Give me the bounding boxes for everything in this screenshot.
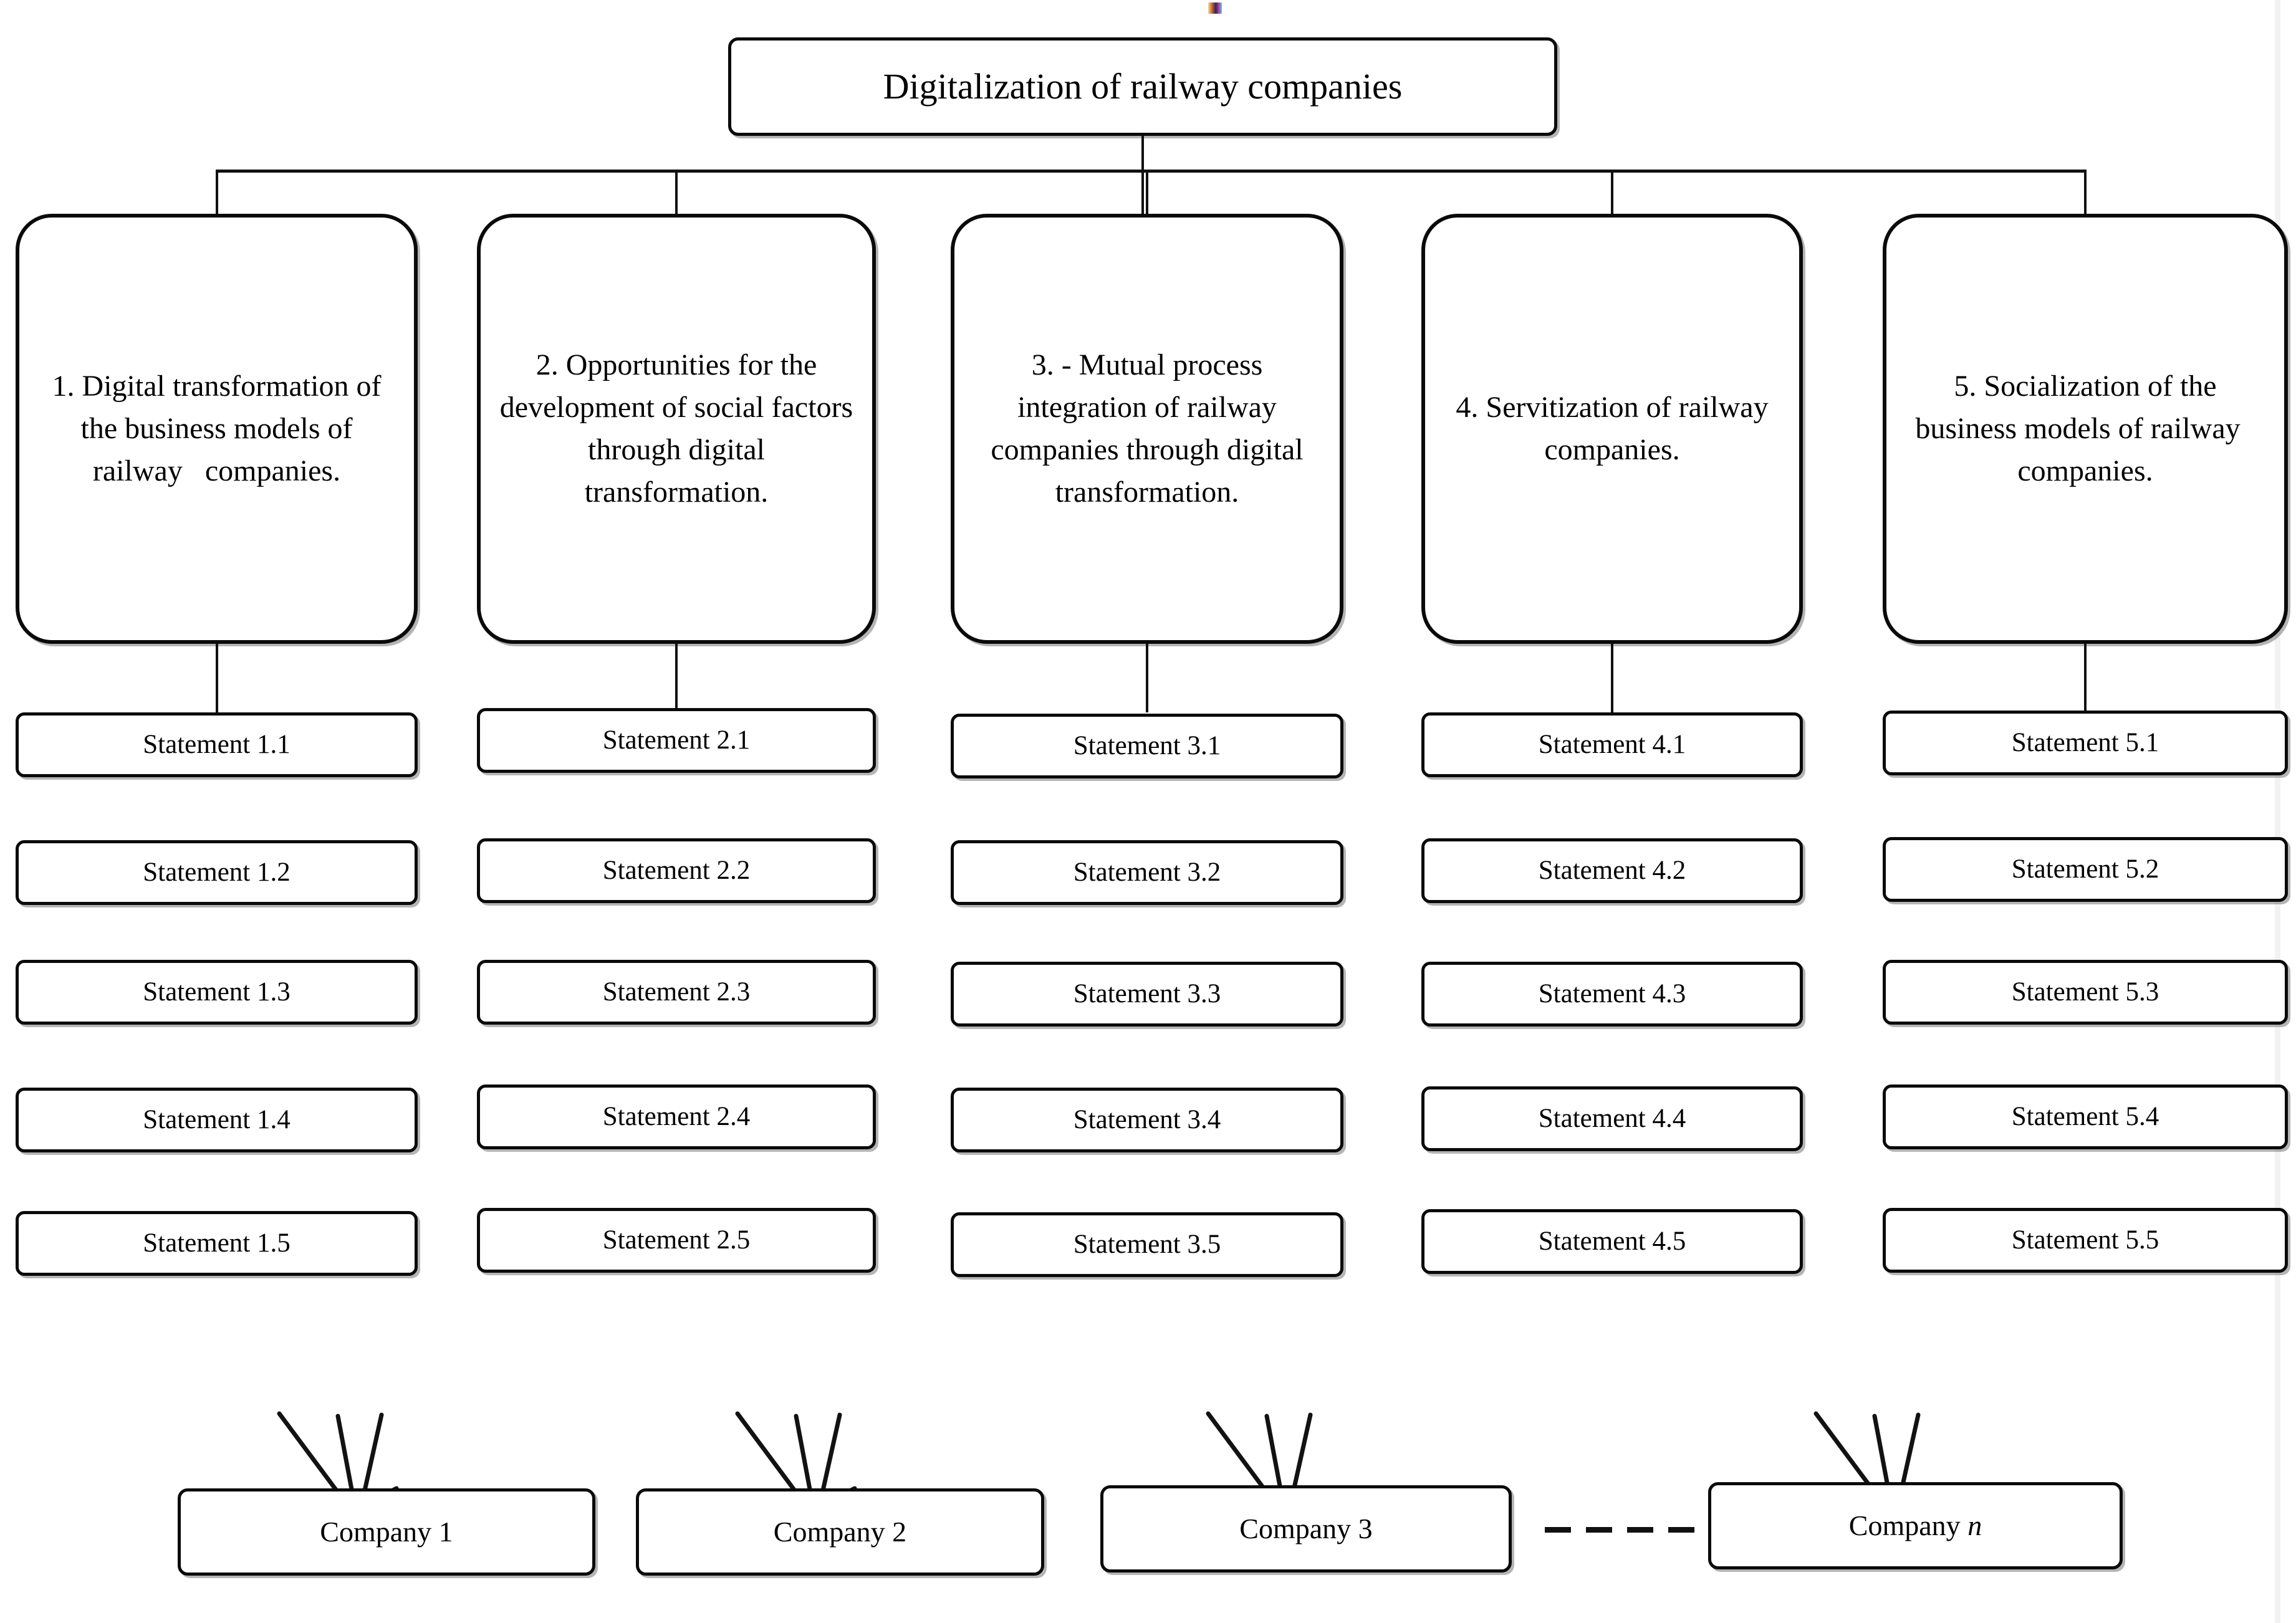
statement-label: Statement 1.5: [143, 1228, 291, 1258]
title-label: Digitalization of railway companies: [883, 66, 1403, 107]
category-label-1: 1. Digital transformation of the busines…: [52, 369, 382, 488]
dash-segment: [1668, 1527, 1694, 1533]
statement-label: Statement 3.2: [1073, 858, 1221, 888]
statement-label: Statement 2.2: [602, 856, 751, 886]
statement-box[interactable]: Statement 5.1: [1883, 711, 2288, 775]
statement-label: Statement 1.4: [143, 1105, 291, 1135]
statement-label: Statement 4.4: [1538, 1104, 1686, 1134]
category-box-4[interactable]: 4. Servitization of railway companies.: [1421, 214, 1803, 644]
statement-box[interactable]: Statement 3.3: [951, 962, 1343, 1027]
statement-box[interactable]: Statement 3.1: [951, 714, 1343, 778]
dash-segment: [1627, 1527, 1653, 1533]
bus-drop-4: [1611, 170, 1613, 216]
dash-segment: [1545, 1527, 1571, 1533]
company-box-2[interactable]: Company 2: [636, 1488, 1044, 1576]
trunk-connector: [1141, 136, 1144, 216]
bus-drop-2: [675, 170, 678, 216]
statement-box[interactable]: Statement 5.4: [1883, 1084, 2288, 1149]
statement-label: Statement 5.2: [2011, 855, 2159, 884]
bus-drop-3: [1146, 170, 1148, 216]
company-label-n: Company n: [1711, 1507, 2120, 1544]
statement-box[interactable]: Statement 3.2: [951, 840, 1343, 905]
statement-box[interactable]: Statement 1.3: [16, 960, 418, 1025]
statement-label: Statement 3.4: [1073, 1105, 1221, 1135]
statement-box[interactable]: Statement 2.2: [477, 838, 876, 903]
company-label-2: Company 2: [773, 1516, 907, 1548]
company-label-3: Company 3: [1239, 1513, 1373, 1545]
statement-box[interactable]: Statement 3.4: [951, 1088, 1343, 1152]
statement-box[interactable]: Statement 4.2: [1421, 838, 1803, 903]
statement-box[interactable]: Statement 5.2: [1883, 837, 2288, 902]
statement-label: Statement 1.3: [143, 977, 291, 1007]
statement-label: Statement 2.3: [602, 977, 751, 1007]
statement-box[interactable]: Statement 5.5: [1883, 1208, 2288, 1273]
statement-label: Statement 5.1: [2011, 728, 2159, 758]
bus-drop-5: [2084, 170, 2087, 216]
statement-label: Statement 2.4: [602, 1102, 751, 1132]
category-drop-4: [1611, 644, 1613, 712]
dashed-continuation-connector: [1545, 1527, 1736, 1533]
statement-label: Statement 5.4: [2011, 1102, 2159, 1132]
category-label-2: 2. Opportunities for the development of …: [499, 348, 853, 509]
category-label-4: 4. Servitization of railway companies.: [1456, 390, 1769, 466]
statement-box[interactable]: Statement 1.5: [16, 1211, 418, 1276]
statement-box[interactable]: Statement 2.4: [477, 1084, 876, 1149]
statement-box[interactable]: Statement 1.1: [16, 712, 418, 777]
company-label-n-prefix: Company: [1848, 1510, 1968, 1542]
statement-label: Statement 1.2: [143, 858, 291, 888]
category-box-1[interactable]: 1. Digital transformation of the busines…: [16, 214, 418, 644]
bus-drop-1: [216, 170, 218, 216]
category-drop-3: [1146, 644, 1148, 712]
category-drop-2: [675, 644, 678, 712]
company-box-1[interactable]: Company 1: [178, 1488, 595, 1576]
category-label-5: 5. Socialization of the business models …: [1915, 369, 2255, 488]
statement-label: Statement 3.5: [1073, 1230, 1221, 1260]
category-box-5[interactable]: 5. Socialization of the business models …: [1883, 214, 2288, 644]
statement-box[interactable]: Statement 1.4: [16, 1088, 418, 1152]
clipped-text-artifact: [1208, 2, 1222, 14]
title-box[interactable]: Digitalization of railway companies: [728, 37, 1557, 136]
statement-box[interactable]: Statement 2.3: [477, 960, 876, 1025]
statement-box[interactable]: Statement 4.5: [1421, 1209, 1803, 1274]
statement-label: Statement 3.3: [1073, 979, 1221, 1009]
statement-box[interactable]: Statement 4.3: [1421, 962, 1803, 1027]
category-drop-1: [216, 644, 218, 712]
company-label-n-index: n: [1967, 1510, 1982, 1542]
page-edge-artifact: [2275, 0, 2280, 1623]
category-drop-5: [2084, 644, 2087, 712]
statement-label: Statement 3.1: [1073, 731, 1221, 761]
dash-segment: [1586, 1527, 1612, 1533]
company-label-1: Company 1: [320, 1516, 453, 1548]
category-box-3[interactable]: 3. - Mutual process integration of railw…: [951, 214, 1343, 644]
statement-label: Statement 4.5: [1538, 1227, 1686, 1257]
statement-label: Statement 5.3: [2011, 977, 2159, 1007]
statement-box[interactable]: Statement 2.1: [477, 708, 876, 773]
statement-box[interactable]: Statement 5.3: [1883, 960, 2288, 1025]
statement-label: Statement 2.5: [602, 1225, 751, 1255]
category-label-3: 3. - Mutual process integration of railw…: [991, 348, 1304, 509]
statement-label: Statement 4.1: [1538, 730, 1686, 760]
statement-label: Statement 4.2: [1538, 856, 1686, 886]
company-box-3[interactable]: Company 3: [1100, 1485, 1512, 1573]
statement-label: Statement 2.1: [602, 725, 751, 755]
statement-box[interactable]: Statement 2.5: [477, 1208, 876, 1273]
statement-box[interactable]: Statement 4.1: [1421, 712, 1803, 777]
statement-label: Statement 5.5: [2011, 1225, 2159, 1255]
category-box-2[interactable]: 2. Opportunities for the development of …: [477, 214, 876, 644]
statement-label: Statement 1.1: [143, 730, 291, 760]
statement-box[interactable]: Statement 3.5: [951, 1212, 1343, 1277]
statement-box[interactable]: Statement 1.2: [16, 840, 418, 905]
statement-box[interactable]: Statement 4.4: [1421, 1086, 1803, 1151]
statement-label: Statement 4.3: [1538, 979, 1686, 1009]
distribution-bus: [216, 170, 2087, 173]
company-box-n[interactable]: Company n: [1708, 1482, 2123, 1569]
